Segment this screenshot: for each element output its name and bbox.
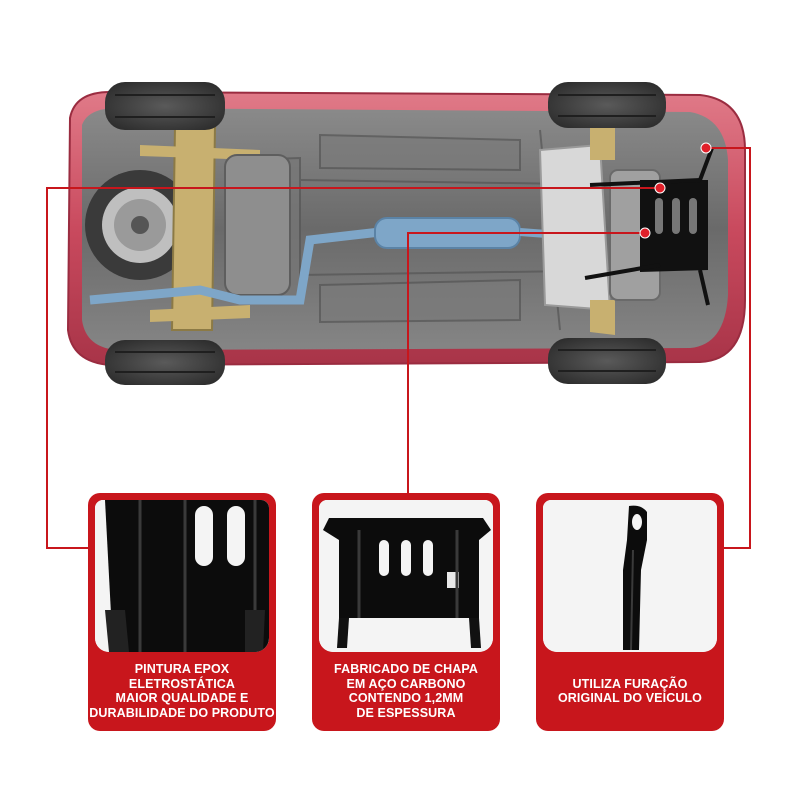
caption-line: MAIOR QUALIDADE E <box>115 691 249 705</box>
feature-caption: UTILIZA FURAÇÃO ORIGINAL DO VEÍCULO <box>540 659 720 723</box>
feature-card-material: FABRICADO DE CHAPA EM AÇO CARBONO CONTEN… <box>312 493 500 731</box>
caption-line: UTILIZA FURAÇÃO <box>572 676 688 691</box>
caption-line: CONTENDO 1,2MM <box>348 691 464 705</box>
caption-line: EM AÇO CARBONO <box>346 676 466 691</box>
feature-caption: PINTURA EPOX ELETROSTÁTICA MAIOR QUALIDA… <box>89 659 275 723</box>
feature-caption: FABRICADO DE CHAPA EM AÇO CARBONO CONTEN… <box>316 659 496 723</box>
mounting-bracket-image <box>543 500 717 652</box>
car-underbody-image <box>66 82 746 385</box>
caption-line: PINTURA EPOX <box>134 662 230 676</box>
caption-line: DURABILIDADE DO PRODUTO <box>89 705 275 720</box>
skid-plate-closeup-image <box>95 500 269 652</box>
caption-line: ELETROSTÁTICA <box>128 676 236 691</box>
caption-line: FABRICADO DE CHAPA <box>334 662 478 676</box>
feature-card-mounting: UTILIZA FURAÇÃO ORIGINAL DO VEÍCULO <box>536 493 724 731</box>
feature-card-paint: PINTURA EPOX ELETROSTÁTICA MAIOR QUALIDA… <box>88 493 276 731</box>
caption-line: ORIGINAL DO VEÍCULO <box>557 691 703 705</box>
skid-plate-full-image <box>319 500 493 652</box>
caption-line: DE ESPESSURA <box>356 705 456 720</box>
